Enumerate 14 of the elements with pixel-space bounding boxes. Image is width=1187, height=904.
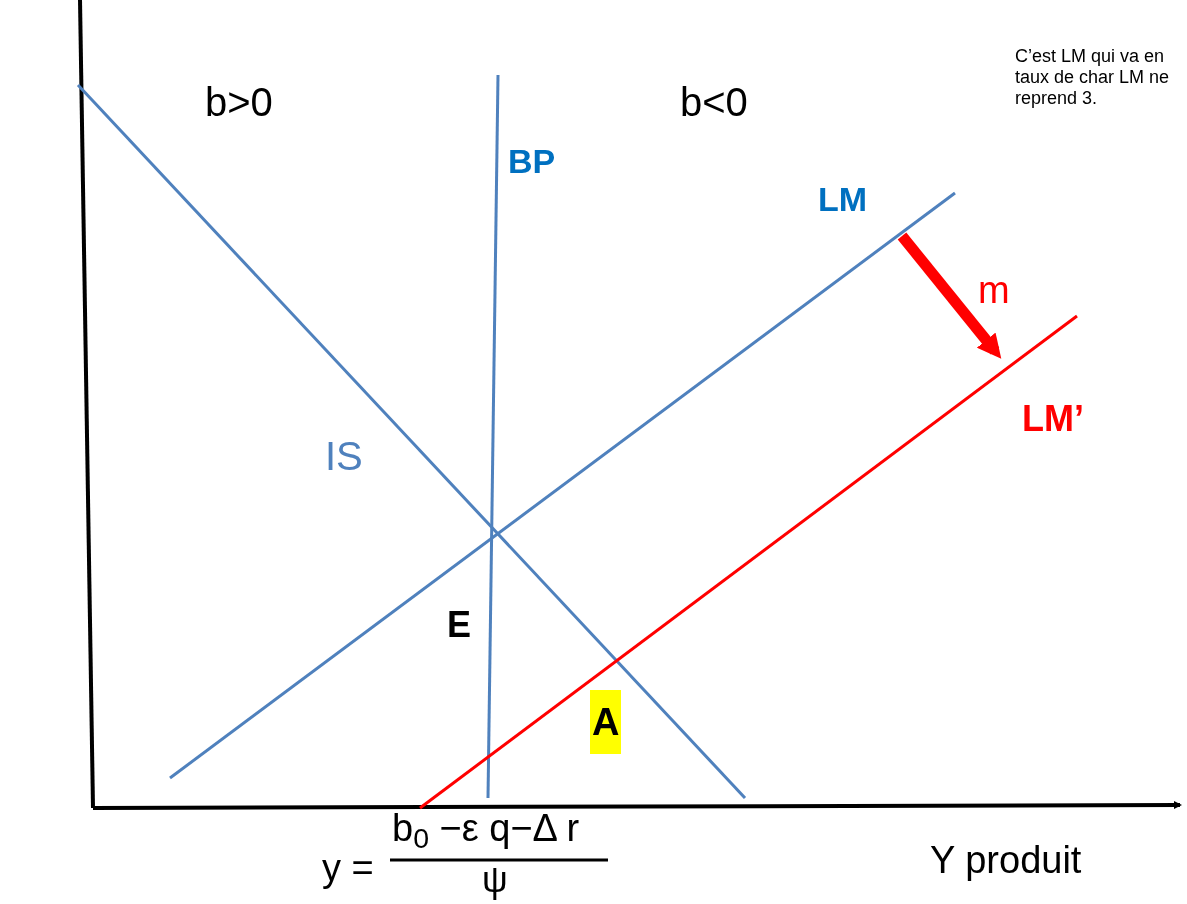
formula-denominator: ψ (482, 858, 508, 902)
point-label: A (590, 690, 622, 754)
note-text: C’est LM qui va en taux de char LM ne reprend 3. (1015, 46, 1171, 109)
point-label: E (447, 603, 471, 647)
curve-label: BP (508, 141, 556, 182)
curve-label: IS (325, 433, 363, 480)
formula-text: y = (322, 846, 374, 891)
region-label: b>0 (205, 79, 273, 126)
region-label: b<0 (680, 79, 748, 126)
curve-label: LM’ (1022, 397, 1084, 441)
axis-label: Y produit (930, 838, 1082, 883)
formula-numerator: b$_{0}$ −ε q−Δ r (392, 806, 580, 852)
curve-label: LM (818, 179, 868, 220)
shift-label: m (978, 268, 1010, 313)
